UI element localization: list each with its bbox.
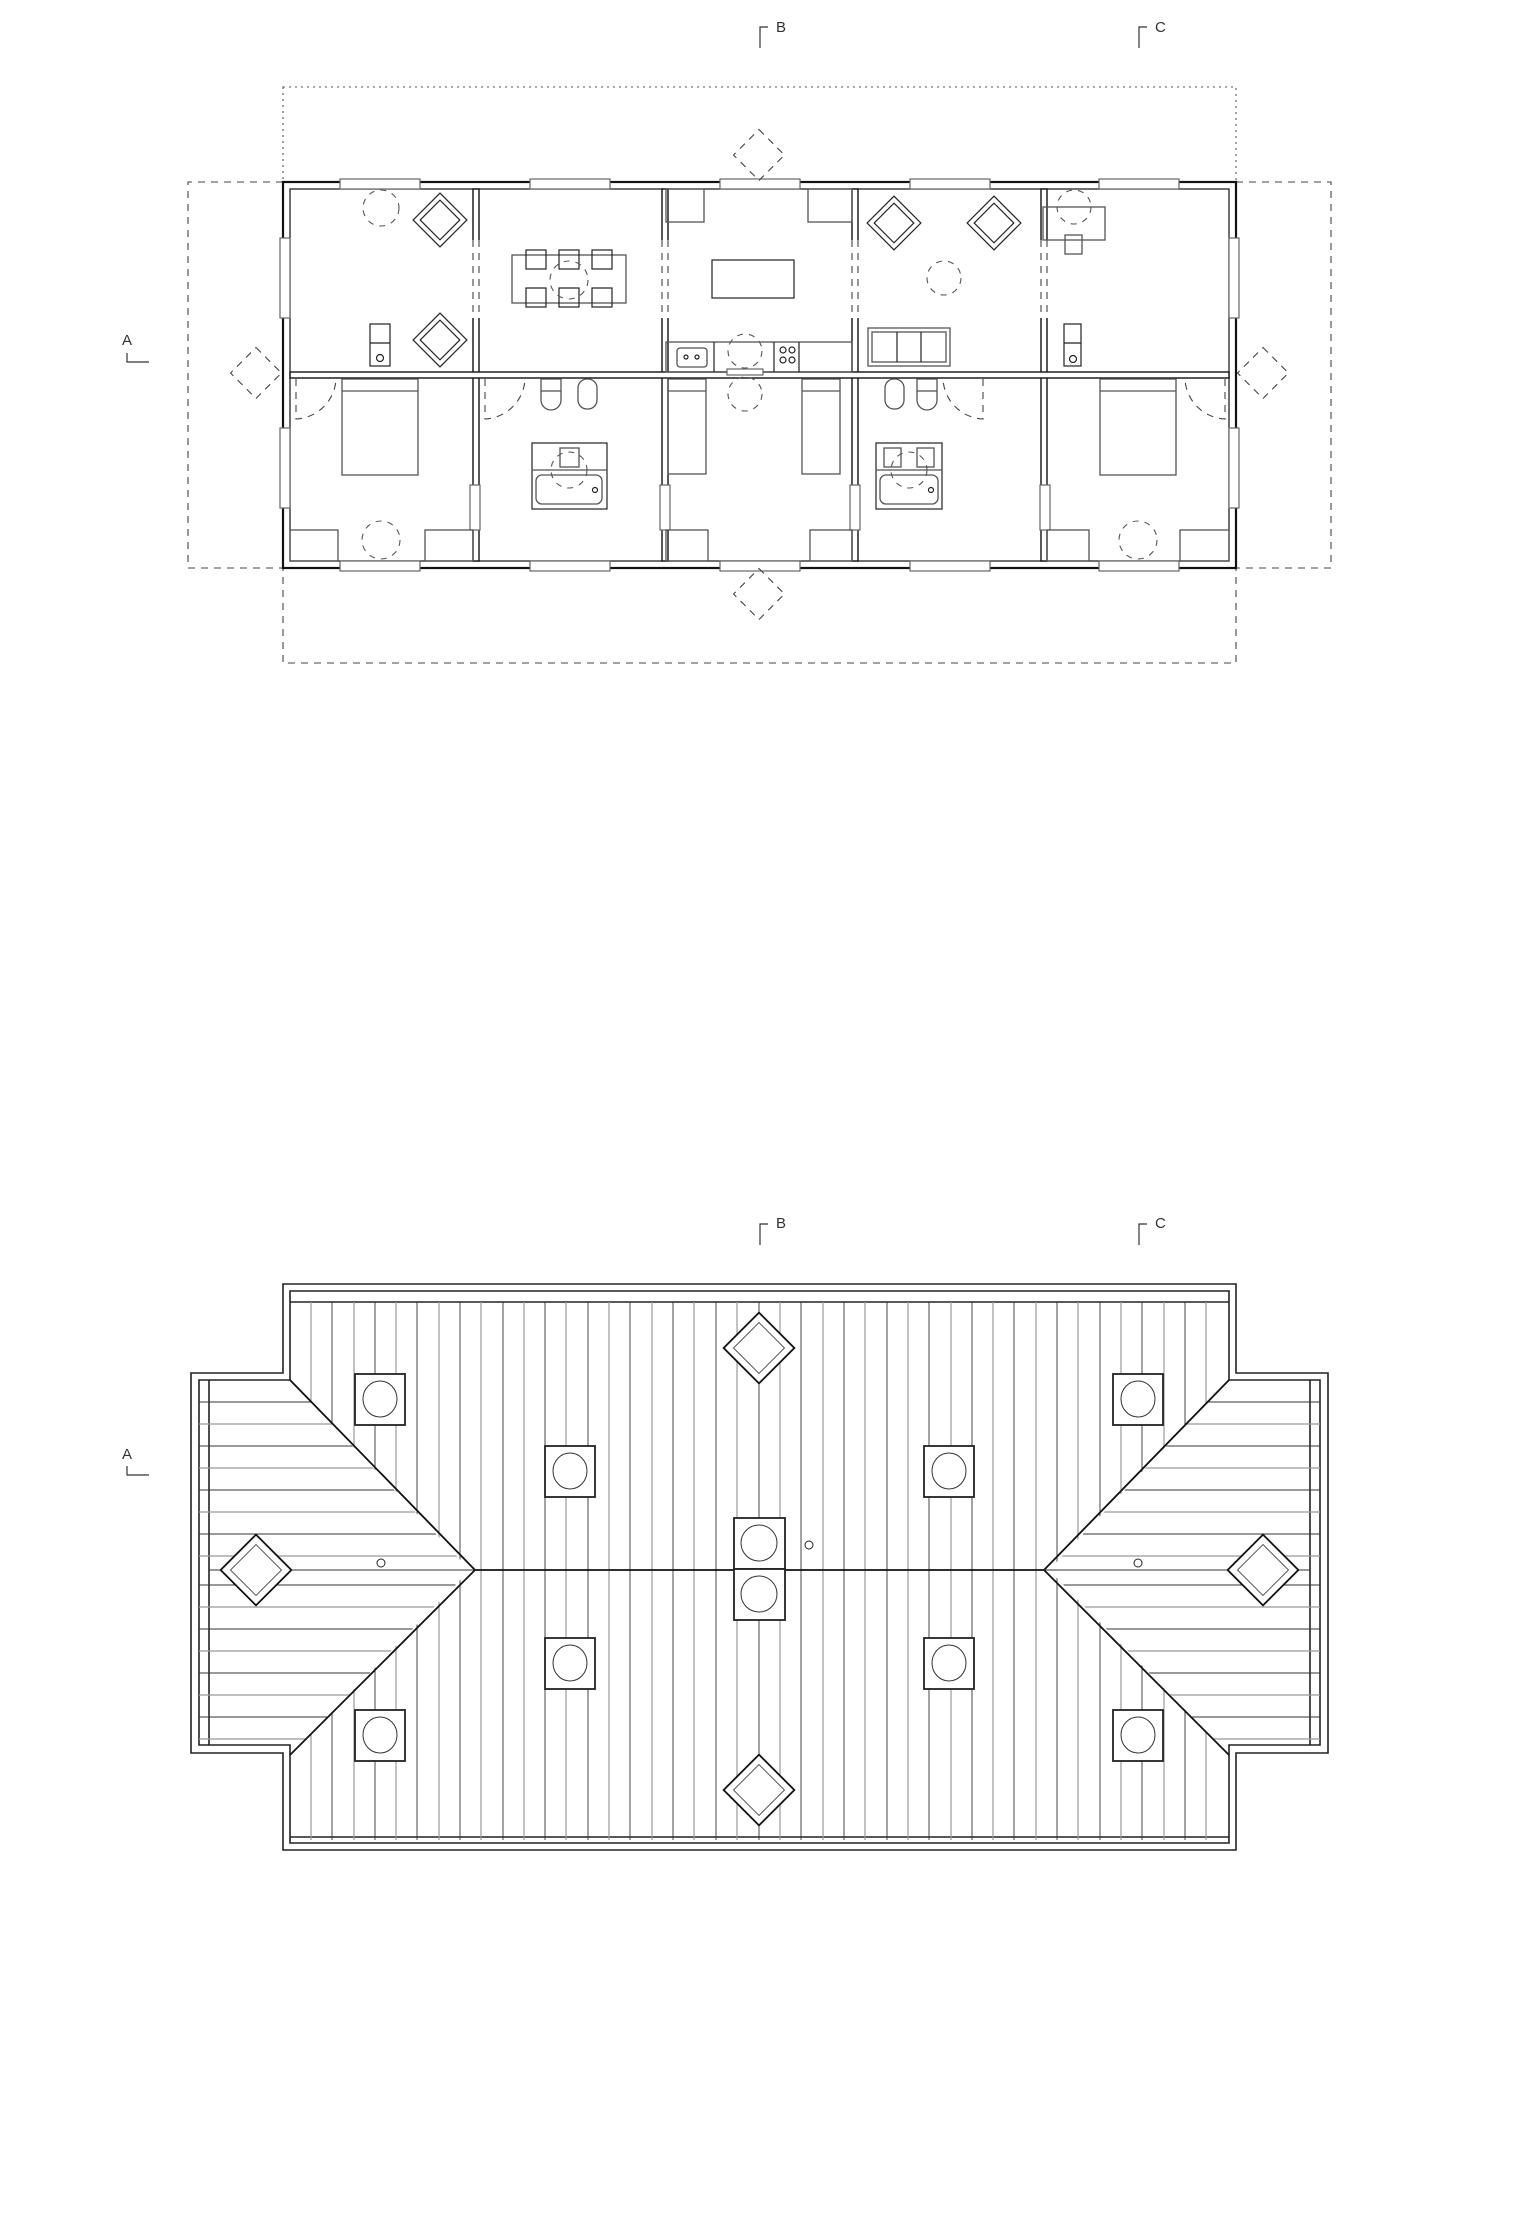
entrance-markers	[229, 128, 1290, 621]
room-kitchen	[665, 188, 853, 376]
svg-text:B: B	[776, 1215, 786, 1232]
skylight-icon	[1226, 1533, 1300, 1607]
svg-text:A: A	[122, 1446, 132, 1463]
section-marker-b-roof: B	[759, 1215, 786, 1245]
room-dining	[511, 249, 627, 308]
overhang-top-outline	[282, 86, 1237, 183]
overhang-right-outline	[1236, 181, 1332, 569]
room-bedroom-left	[289, 378, 474, 562]
chimney-icon	[544, 1637, 596, 1690]
vent-icon	[804, 1540, 814, 1550]
windows-bottom	[339, 560, 1180, 572]
overhang-bottom-outline	[282, 567, 1237, 664]
section-marker-a: A	[122, 332, 149, 363]
section-marker-c: C	[1138, 19, 1166, 48]
skylight-icon	[219, 1533, 293, 1607]
room-bedroom-right	[1046, 378, 1230, 562]
room-study	[1042, 189, 1106, 367]
chimney-icon	[544, 1445, 596, 1498]
chimney-icon	[923, 1637, 975, 1690]
overhang-left-outline	[187, 181, 283, 569]
section-marker-a-roof: A	[122, 1446, 149, 1476]
windows-top	[339, 178, 1180, 190]
room-living-right	[866, 195, 1022, 367]
roof-eave-outline	[190, 1283, 1329, 1851]
section-marker-b: B	[759, 19, 786, 48]
svg-text:B: B	[776, 19, 786, 36]
chimney-icon	[1112, 1709, 1164, 1762]
chimneys	[354, 1373, 1164, 1762]
chimney-icon	[733, 1568, 786, 1621]
svg-text:C: C	[1155, 1215, 1166, 1232]
svg-text:C: C	[1155, 19, 1166, 36]
chimney-icon	[733, 1517, 786, 1570]
roof-plan: B C A	[122, 1215, 1329, 1851]
skylight-icon	[722, 1753, 796, 1827]
floor-plan: B C A	[122, 19, 1332, 664]
skylights	[219, 1311, 1300, 1827]
chimney-icon	[1112, 1373, 1164, 1426]
chimney-icon	[354, 1709, 406, 1762]
room-bathroom-left	[484, 378, 608, 510]
room-bathroom-right	[875, 378, 984, 510]
svg-text:A: A	[122, 332, 132, 349]
room-living-left	[362, 189, 468, 368]
chimney-icon	[354, 1373, 406, 1426]
room-twin-bedroom	[665, 376, 853, 562]
chimney-icon	[923, 1445, 975, 1498]
vent-icon	[376, 1558, 386, 1568]
vent-icon	[1133, 1558, 1143, 1568]
skylight-icon	[722, 1311, 796, 1385]
windows-side	[279, 237, 1240, 531]
section-marker-c-roof: C	[1138, 1215, 1166, 1245]
